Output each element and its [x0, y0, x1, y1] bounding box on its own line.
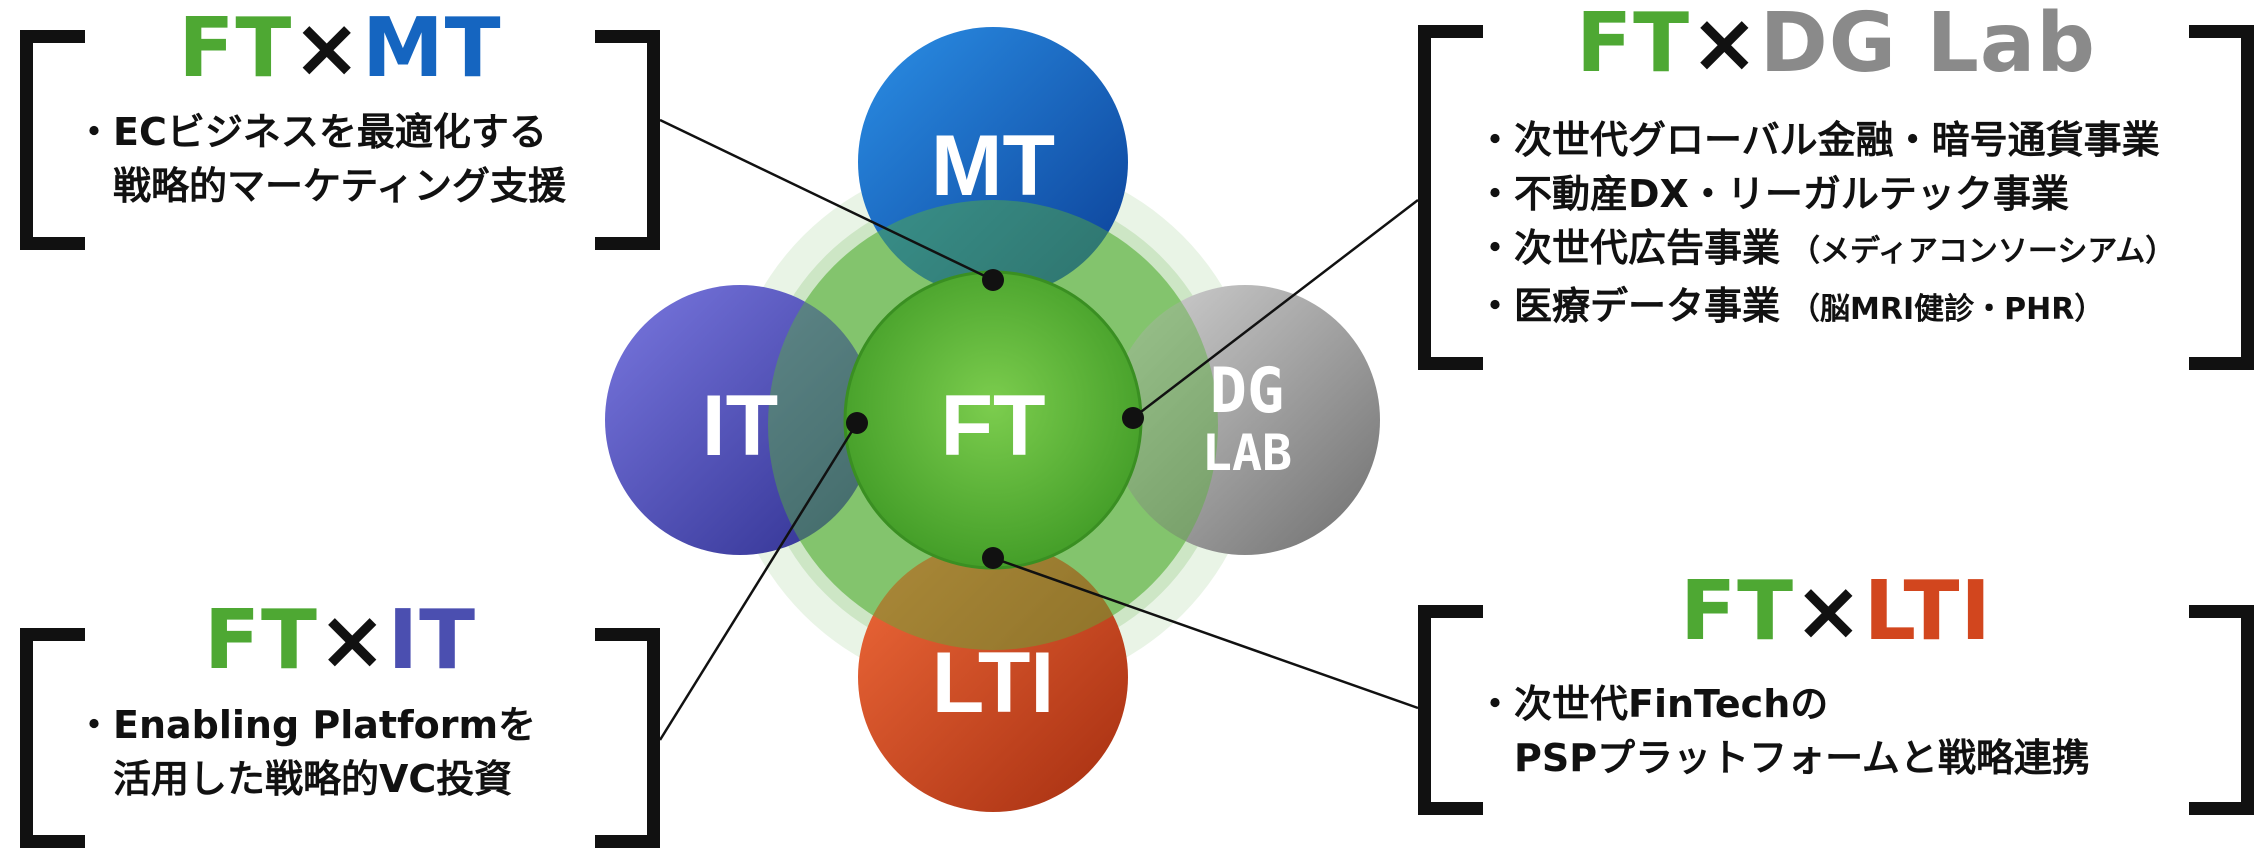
connector-lti: [992, 556, 1419, 710]
mt-circle: [858, 27, 1128, 297]
title-times: ×: [1794, 564, 1864, 659]
box-lines: ・次世代FinTechの PSPプラットフォームと戦略連携: [1476, 677, 2090, 785]
box-line: ・Enabling Platformを: [75, 703, 537, 747]
it-circle: [605, 285, 875, 555]
title-partner: IT: [387, 593, 477, 688]
box-line: 活用した戦略的VC投資: [113, 757, 513, 801]
dg-circle: [1110, 285, 1380, 555]
connector-dot-it: [846, 412, 868, 434]
box-line-note: （脳MRI健診・PHR）: [1790, 292, 2105, 327]
box-line: ・ECビジネスを最適化する: [75, 110, 547, 154]
ft-circle-label: FT: [940, 378, 1045, 474]
bracket-left: [20, 30, 85, 250]
box-lines: ・ECビジネスを最適化する 戦略的マーケティング支援: [75, 105, 566, 213]
connector-mt: [659, 118, 994, 282]
title-times: ×: [317, 593, 388, 688]
connector-it: [658, 422, 859, 741]
box-ft-it: FT×IT ・Enabling Platformを 活用した戦略的VC投資: [20, 600, 660, 848]
title-ft: FT: [1680, 564, 1795, 659]
box-ft-dglab: FT×DG Lab ・次世代グローバル金融・暗号通貨事業 ・不動産DX・リーガル…: [1418, 3, 2254, 370]
connector-dg: [1132, 199, 1419, 419]
mt-circle-label: MT: [931, 118, 1055, 214]
box-line-row: ・医療データ事業 （脳MRI健診・PHR）: [1476, 279, 2175, 337]
box-ft-mt: FT×MT ・ECビジネスを最適化する 戦略的マーケティング支援: [20, 8, 660, 250]
title-ft: FT: [178, 1, 293, 96]
box-lines: ・次世代グローバル金融・暗号通貨事業 ・不動産DX・リーガルテック事業 ・次世代…: [1476, 113, 2175, 337]
bracket-left: [1418, 25, 1483, 370]
box-ft-lti: FT×LTI ・次世代FinTechの PSPプラットフォームと戦略連携: [1418, 571, 2254, 815]
box-line: PSPプラットフォームと戦略連携: [1514, 736, 2090, 780]
box-line: ・次世代グローバル金融・暗号通貨事業: [1476, 118, 2160, 162]
box-line: ・次世代FinTechの: [1476, 682, 1829, 726]
it-circle-label: IT: [702, 378, 778, 474]
title-times: ×: [292, 1, 363, 96]
title-ft: FT: [203, 593, 318, 688]
bracket-right: [595, 30, 660, 250]
title-partner: MT: [362, 1, 502, 96]
box-lines: ・Enabling Platformを 活用した戦略的VC投資: [75, 698, 536, 806]
lti-circle: [858, 542, 1128, 812]
bracket-right: [595, 628, 660, 848]
connector-dot-dg: [1122, 407, 1144, 429]
connector-dot-mt: [982, 269, 1004, 291]
connector-dot-lti: [982, 547, 1004, 569]
box-line-row: ・次世代広告事業 （メディアコンソーシアム）: [1476, 221, 2175, 279]
title-times: ×: [1690, 0, 1760, 91]
box-line-note: （メディアコンソーシアム）: [1790, 234, 2176, 269]
dg-logo-line1: DG: [1210, 354, 1285, 427]
bracket-right: [2189, 25, 2254, 370]
title-partner: LTI: [1863, 564, 1992, 659]
box-line: ・次世代広告事業: [1476, 226, 1781, 270]
title-partner: DG Lab: [1759, 0, 2096, 91]
box-title: FT×LTI: [1418, 571, 2254, 653]
box-title: FT×MT: [20, 8, 660, 90]
box-title: FT×IT: [20, 600, 660, 682]
lti-circle-label: LTI: [932, 635, 1055, 731]
bracket-left: [1418, 605, 1483, 815]
title-ft: FT: [1576, 0, 1691, 91]
box-line: ・不動産DX・リーガルテック事業: [1476, 172, 2069, 216]
box-line: 戦略的マーケティング支援: [113, 164, 566, 208]
dg-logo-line2: LAB: [1202, 424, 1292, 482]
box-title: FT×DG Lab: [1418, 3, 2254, 85]
bracket-left: [20, 628, 85, 848]
bracket-right: [2189, 605, 2254, 815]
box-line: ・医療データ事業: [1476, 284, 1781, 328]
